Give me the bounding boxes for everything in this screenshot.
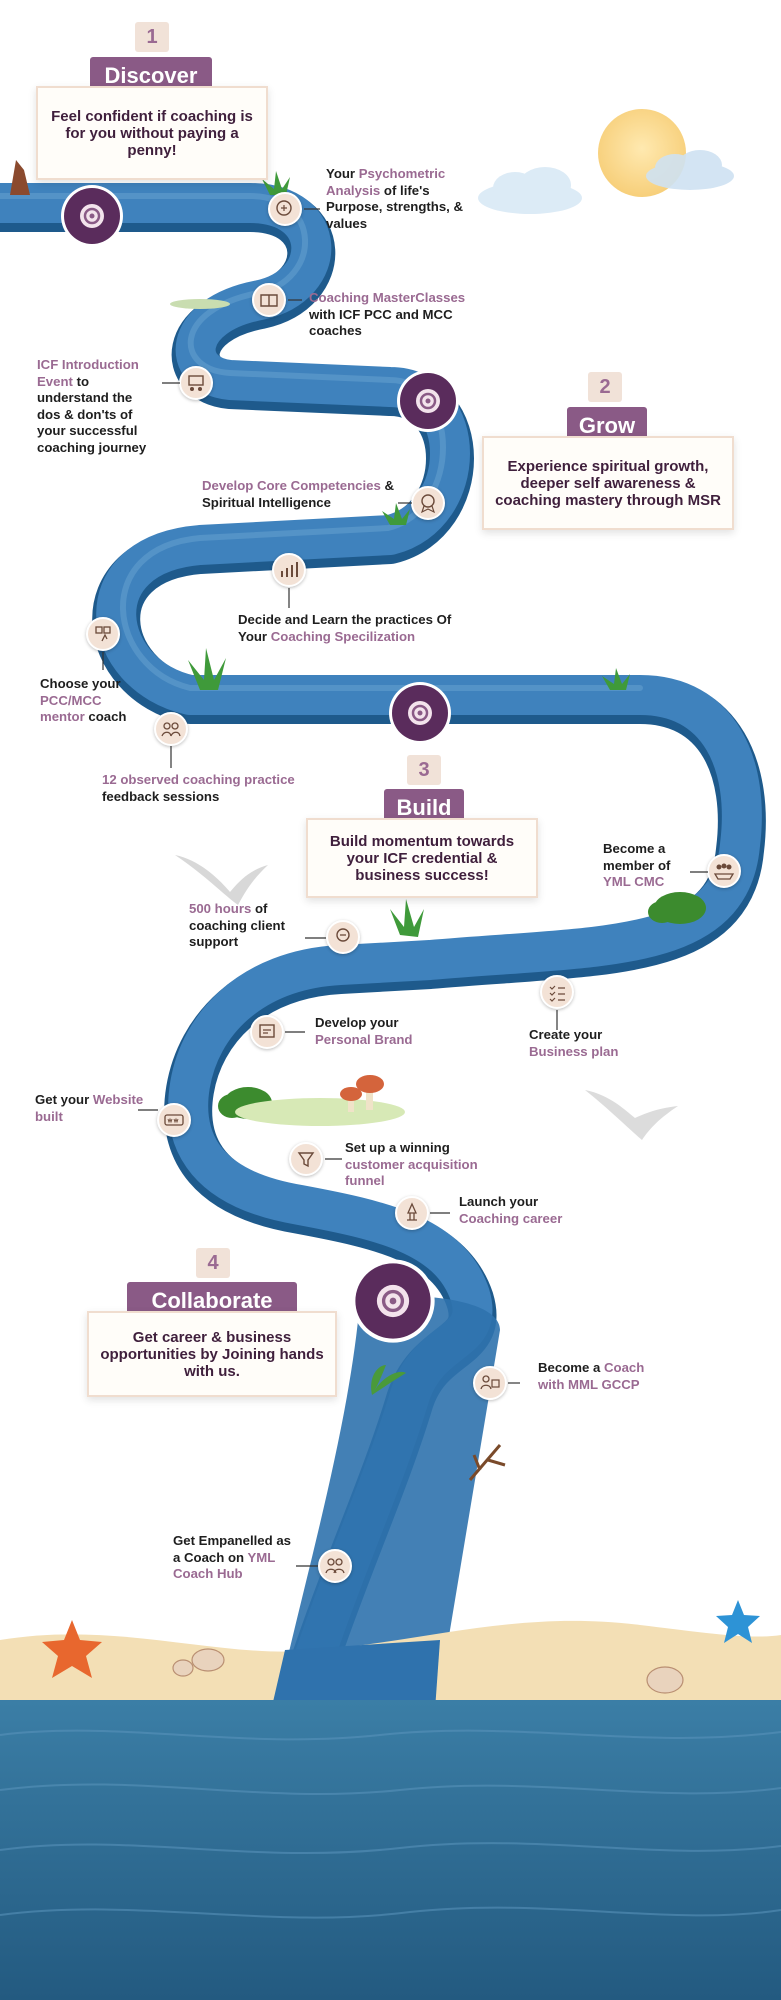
stage-marker-collaborate (351, 1259, 435, 1343)
feedback-session-icon (154, 712, 188, 746)
step-label-mentor-coach: Choose your PCC/MCC mentor coach (40, 676, 127, 724)
plant-icon (188, 171, 630, 937)
masterclass-book-icon (252, 283, 286, 317)
cloud-icon (646, 150, 734, 190)
step-label-coaching-specialization: Decide and Learn the practices Of Your C… (238, 612, 452, 644)
acquisition-funnel-icon (289, 1142, 323, 1176)
stage-number-discover: 1 (135, 22, 169, 52)
stage-description-discover: Feel confident if coaching is for you wi… (36, 86, 268, 180)
step-label-business-plan: Create your Business plan (529, 1027, 619, 1059)
community-hands-icon (707, 854, 741, 888)
step-label-coaching-masterclasses: Coaching MasterClasses with ICF PCC and … (309, 290, 466, 338)
mushroom-icon (340, 1075, 384, 1112)
stage-marker-discover (61, 185, 123, 247)
step-label-psychometric-analysis: Your Psychometric Analysis of life's Pur… (326, 166, 464, 231)
step-label-yml-cmc: Become a member of YML CMC (603, 841, 671, 889)
seashell-icon (172, 1648, 684, 1694)
step-label-acquisition-funnel: Set up a winning customer acquisition fu… (345, 1140, 478, 1188)
cloud-icon (478, 167, 582, 214)
stage-description-collaborate: Get career & business opportunities by J… (87, 1311, 337, 1397)
rock-icon (10, 160, 30, 195)
step-label-core-competencies: Develop Core Competencies & Spiritual In… (202, 478, 395, 510)
step-label-feedback-sessions: 12 observed coaching practice feedback s… (102, 772, 295, 804)
grass-patch (235, 1098, 405, 1126)
step-label-coaching-career: Launch your Coaching career (459, 1194, 563, 1226)
website-www-icon (157, 1103, 191, 1137)
client-support-icon (326, 920, 360, 954)
coach-hub-people-icon (318, 1549, 352, 1583)
seagull-icon (175, 855, 268, 905)
career-launch-icon (395, 1196, 429, 1230)
stage-description-build: Build momentum towards your ICF credenti… (306, 818, 538, 898)
mentor-choice-icon (86, 617, 120, 651)
starfish-icon (716, 1600, 760, 1643)
brain-head-icon (268, 192, 302, 226)
stage-number-grow: 2 (588, 372, 622, 402)
stage-marker-grow (397, 370, 459, 432)
starfish-icon (42, 1620, 102, 1678)
stage-marker-build (389, 682, 451, 744)
step-label-mml-gccp: Become a Coach with MML GCCP (538, 1360, 645, 1392)
coach-certification-icon (473, 1366, 507, 1400)
step-label-website-built: Get your Website built (35, 1092, 144, 1124)
river-mouth (280, 1296, 500, 1690)
step-label-client-support: 500 hours of coaching client support (189, 901, 285, 949)
stage-description-grow: Experience spiritual growth, deeper self… (482, 436, 734, 530)
stage-number-build: 3 (407, 755, 441, 785)
tree-icon (468, 1444, 506, 1481)
growth-chart-icon (272, 553, 306, 587)
step-label-yml-coach-hub: Get Empanelled as a Coach on YML Coach H… (173, 1533, 291, 1581)
stage-number-collaborate: 4 (196, 1248, 230, 1278)
step-label-icf-introduction-event: ICF Introduction Event to understand the… (37, 357, 147, 455)
presentation-event-icon (179, 366, 213, 400)
step-label-personal-brand: Develop your Personal Brand (315, 1015, 413, 1047)
personal-brand-icon (250, 1015, 284, 1049)
seagull-icon (585, 1090, 678, 1140)
business-plan-checklist-icon (540, 975, 574, 1009)
grass-patch (170, 299, 230, 309)
palm-leaf-icon (371, 1365, 406, 1395)
